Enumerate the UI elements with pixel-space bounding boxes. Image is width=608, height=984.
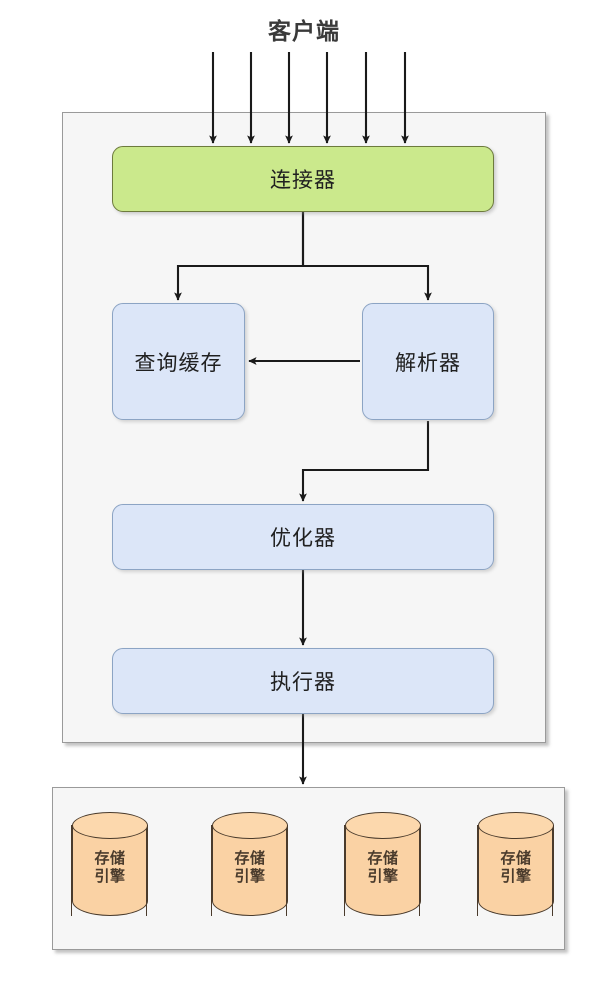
storage-engine-label-line2: 引擎 — [500, 868, 532, 885]
node-query-cache[interactable]: 查询缓存 — [112, 303, 245, 420]
node-executor-label: 执行器 — [270, 671, 336, 694]
cylinder-top — [478, 812, 554, 839]
cylinder-body — [71, 825, 148, 916]
storage-engine-cylinder[interactable]: 存储 引擎 — [71, 812, 148, 916]
client-title: 客户端 — [268, 18, 340, 44]
node-connector-label: 连接器 — [270, 169, 336, 192]
node-optimizer[interactable]: 优化器 — [112, 504, 494, 570]
node-connector[interactable]: 连接器 — [112, 146, 494, 212]
storage-engine-cylinder[interactable]: 存储 引擎 — [477, 812, 554, 916]
storage-engine-label: 存储 引擎 — [478, 850, 554, 886]
storage-engine-label-line2: 引擎 — [234, 868, 266, 885]
node-optimizer-label: 优化器 — [270, 527, 336, 550]
storage-engine-label: 存储 引擎 — [212, 850, 288, 886]
storage-engine-label-line1: 存储 — [500, 850, 532, 867]
storage-engine-label-line1: 存储 — [234, 850, 266, 867]
cylinder-body — [477, 825, 554, 916]
storage-engine-label: 存储 引擎 — [345, 850, 421, 886]
cylinder-body — [344, 825, 421, 916]
storage-engine-cylinder[interactable]: 存储 引擎 — [344, 812, 421, 916]
cylinder-body — [211, 825, 288, 916]
storage-engine-label: 存储 引擎 — [72, 850, 148, 886]
storage-engine-label-line2: 引擎 — [94, 868, 126, 885]
node-parser[interactable]: 解析器 — [362, 303, 494, 420]
storage-engine-label-line1: 存储 — [94, 850, 126, 867]
node-parser-label: 解析器 — [395, 351, 461, 375]
cylinder-top — [212, 812, 288, 839]
storage-engine-label-line1: 存储 — [367, 850, 399, 867]
cylinder-top — [345, 812, 421, 839]
storage-engine-cylinder[interactable]: 存储 引擎 — [211, 812, 288, 916]
node-executor[interactable]: 执行器 — [112, 648, 494, 714]
cylinder-top — [72, 812, 148, 839]
storage-engine-label-line2: 引擎 — [367, 868, 399, 885]
node-query-cache-label: 查询缓存 — [134, 351, 223, 375]
